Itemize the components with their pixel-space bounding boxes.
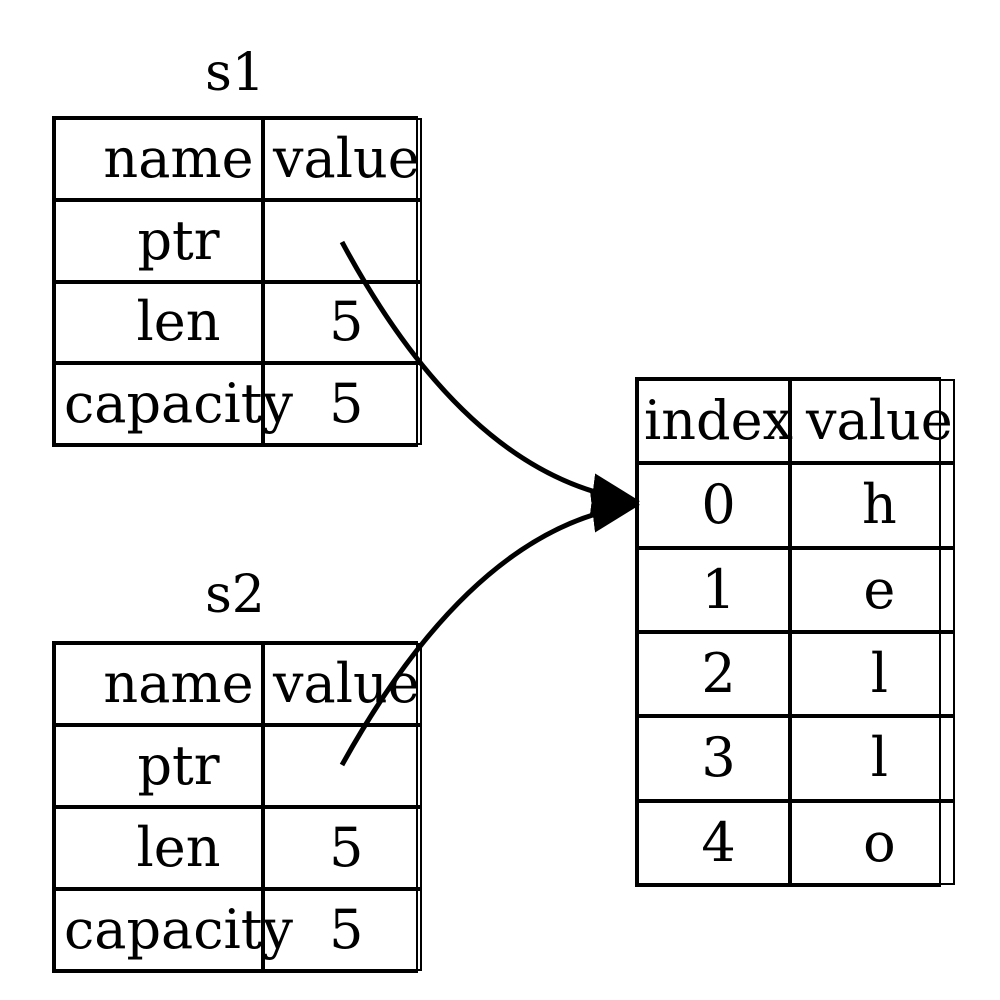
s2-row-ptr-name: ptr: [54, 725, 263, 807]
heap-row-2-value: l: [790, 632, 955, 717]
s1-row-len-name: len: [54, 281, 263, 364]
s2-row-len-value: 5: [263, 807, 422, 889]
s2-row-capacity-value: 5: [263, 889, 422, 971]
s2-table: name value ptr len 5 capacity 5: [52, 641, 422, 973]
s2-header-value: value: [263, 643, 422, 725]
heap-row-0-value: h: [790, 463, 955, 548]
heap-header-value: value: [790, 379, 955, 464]
s2-row-len-name: len: [54, 807, 263, 889]
s1-title: s1: [205, 43, 265, 103]
s2-row-capacity-name: capacity: [54, 889, 293, 971]
heap-row-4-index: 4: [637, 800, 790, 885]
s1-header-name: name: [54, 118, 263, 200]
s1-header-value: value: [263, 118, 422, 200]
heap-row-1-value: e: [790, 547, 955, 632]
heap-row-3-value: l: [790, 716, 955, 801]
s2-title: s2: [205, 565, 265, 625]
heap-row-4-value: o: [790, 800, 955, 885]
s2-header-name: name: [54, 643, 263, 725]
s1-row-capacity-value: 5: [263, 363, 422, 445]
s1-row-ptr-name: ptr: [54, 199, 263, 282]
s1-table: name value ptr len 5 capacity 5: [52, 116, 422, 447]
heap-row-1-index: 1: [637, 547, 790, 632]
heap-header-index: index: [637, 379, 793, 464]
s1-row-len-value: 5: [263, 281, 422, 364]
s1-row-ptr-value: [263, 199, 422, 282]
s2-row-ptr-value: [263, 725, 422, 807]
s1-row-capacity-name: capacity: [54, 363, 293, 445]
heap-row-2-index: 2: [637, 632, 790, 717]
heap-row-0-index: 0: [637, 463, 790, 548]
heap-table: index value 0 h 1 e 2 l 3 l 4 o: [635, 377, 955, 887]
heap-row-3-index: 3: [637, 716, 790, 801]
